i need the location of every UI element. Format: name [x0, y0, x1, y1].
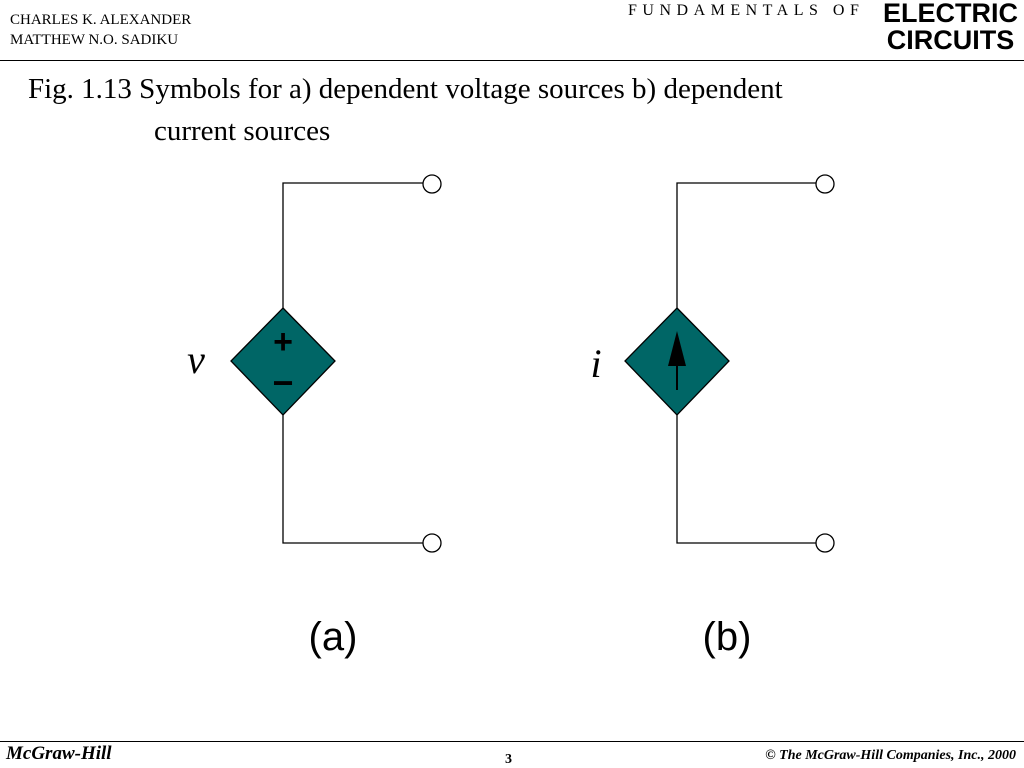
voltage-source-minus-sign: −: [272, 362, 293, 403]
dependent-voltage-source-circuit: + − v (a): [187, 174, 442, 659]
current-source-top-wire: [676, 182, 816, 308]
caption-line-1: Fig. 1.13 Symbols for a) dependent volta…: [28, 73, 783, 105]
figure-caption: Fig. 1.13 Symbols for a) dependent volta…: [28, 68, 988, 152]
voltage-source-diamond: [230, 307, 336, 416]
current-source-top-terminal[interactable]: [815, 174, 835, 194]
dependent-current-source-circuit: i (b): [590, 174, 835, 659]
book-title-line-1: ELECTRIC: [883, 0, 1018, 28]
author-1: CHARLES K. ALEXANDER: [10, 12, 192, 28]
book-series-label: FUNDAMENTALS OF: [628, 2, 865, 19]
voltage-variable-label: v: [187, 337, 205, 382]
caption-line-2: current sources: [154, 115, 331, 147]
current-variable-label: i: [590, 341, 601, 386]
book-title: ELECTRIC CIRCUITS: [883, 0, 1018, 54]
header-divider: [0, 60, 1024, 61]
current-source-part-label: (b): [703, 615, 752, 659]
book-title-line-2: CIRCUITS: [886, 25, 1015, 55]
page-number: 3: [505, 752, 512, 767]
copyright-notice: © The McGraw-Hill Companies, Inc., 2000: [765, 748, 1016, 763]
current-source-bottom-wire: [676, 415, 816, 544]
authors: CHARLES K. ALEXANDER MATTHEW N.O. SADIKU: [10, 10, 191, 50]
voltage-source-bottom-wire: [282, 415, 423, 544]
voltage-source-top-wire: [282, 182, 423, 308]
current-source-arrow-head-icon: [668, 331, 686, 366]
publisher-name: McGraw-Hill: [6, 743, 112, 764]
voltage-source-top-terminal[interactable]: [422, 174, 442, 194]
voltage-source-bottom-terminal[interactable]: [422, 533, 442, 553]
author-2: MATTHEW N.O. SADIKU: [10, 32, 179, 48]
voltage-source-plus-sign: +: [273, 323, 293, 361]
current-source-bottom-terminal[interactable]: [815, 533, 835, 553]
voltage-source-part-label: (a): [309, 615, 358, 659]
footer-divider: [0, 741, 1024, 742]
